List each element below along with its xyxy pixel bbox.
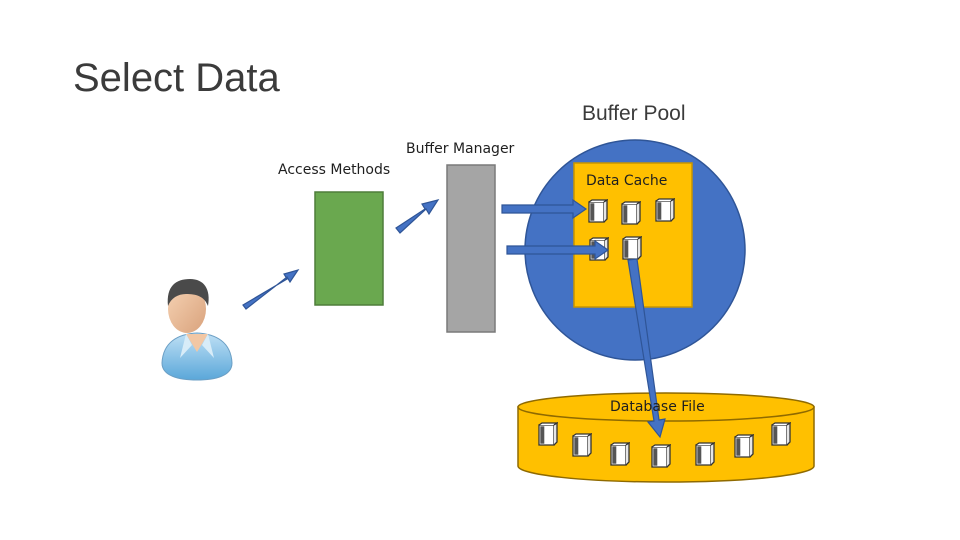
access-methods-label: Access Methods <box>278 162 391 178</box>
cache-page-icon <box>622 236 642 260</box>
arrow-buffer-manager-to-cache-1 <box>501 198 588 220</box>
disk-page-icon <box>651 444 671 468</box>
arrow-cache-to-database-file <box>627 258 666 439</box>
cache-page-icon <box>621 201 641 225</box>
database-file-label: Database File <box>610 399 705 415</box>
disk-page-icon <box>572 433 592 457</box>
arrow-access-methods-to-buffer-manager <box>395 199 440 234</box>
disk-page-icon <box>734 434 754 458</box>
user-icon <box>161 279 233 381</box>
arrow-user-to-access-methods <box>242 268 300 310</box>
buffer-manager-label: Buffer Manager <box>406 141 515 157</box>
data-cache-label: Data Cache <box>586 173 668 189</box>
disk-page-icon <box>771 422 791 446</box>
disk-page-icon <box>695 442 715 466</box>
slide-title: Select Data <box>73 56 280 100</box>
buffer-manager-box <box>446 164 496 333</box>
disk-page-icon <box>610 442 630 466</box>
cache-page-icon <box>588 199 608 223</box>
cache-page-icon <box>655 198 675 222</box>
arrow-buffer-manager-to-cache-2 <box>506 239 610 261</box>
access-methods-box <box>314 191 384 306</box>
buffer-pool-label: Buffer Pool <box>582 102 686 125</box>
disk-page-icon <box>538 422 558 446</box>
